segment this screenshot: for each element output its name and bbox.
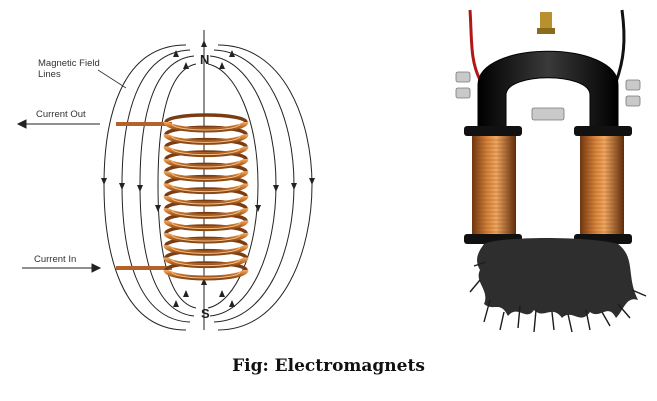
coil-turn-back xyxy=(166,115,246,122)
black-wire xyxy=(616,10,624,82)
coil-turn xyxy=(166,270,246,278)
filing-spike xyxy=(552,312,554,330)
left-coil xyxy=(472,136,516,234)
north-pole-label: N xyxy=(200,52,209,67)
field-lines-label: Magnetic Field Lines xyxy=(38,58,100,80)
filing-spike xyxy=(534,310,536,332)
field-lines-label-line2: Lines xyxy=(38,69,61,80)
filing-spike xyxy=(602,312,610,326)
filing-spike xyxy=(568,314,572,332)
filing-spike xyxy=(470,280,480,292)
field-label-leader xyxy=(98,70,126,88)
red-wire xyxy=(470,10,480,80)
current-in-label: Current In xyxy=(34,254,76,265)
current-arrows xyxy=(18,120,100,272)
current-out-label: Current Out xyxy=(36,109,86,120)
field-lines-label-line1: Magnetic Field xyxy=(38,58,100,69)
south-pole-label: S xyxy=(201,306,210,321)
figure-caption: Fig: Electromagnets xyxy=(0,356,657,376)
yoke xyxy=(478,51,618,135)
filing-spike xyxy=(500,312,504,330)
coil xyxy=(166,115,246,278)
right-coil xyxy=(580,136,624,234)
solenoid-diagram xyxy=(0,0,340,345)
iron-filings xyxy=(477,238,638,318)
electromagnet-photo xyxy=(440,0,657,345)
